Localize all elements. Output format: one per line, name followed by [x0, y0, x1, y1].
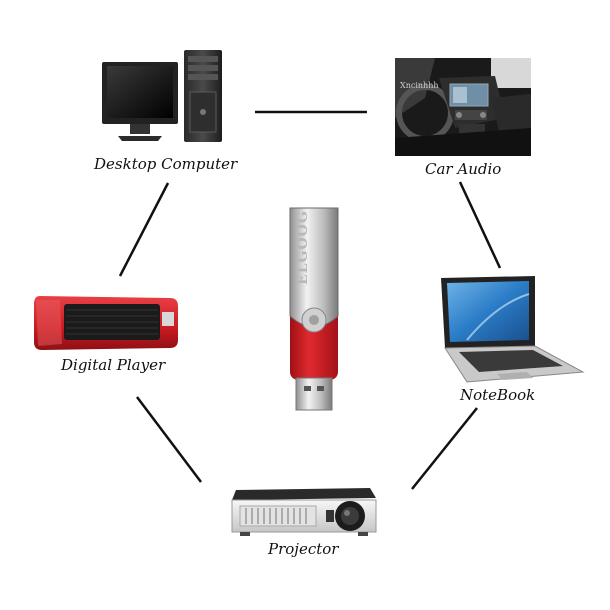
projector-label: Projector: [268, 540, 339, 558]
desktop-computer-icon: [102, 50, 222, 142]
connector-desktop-digital-player: [118, 182, 170, 277]
car-dashboard-icon: [395, 58, 531, 156]
connector-notebook-projector: [411, 407, 478, 490]
digital-player-label: Digital Player: [61, 356, 166, 374]
usb-flash-drive-icon: [289, 207, 339, 411]
usb-brand-text: ELGOOG: [295, 210, 311, 285]
car-audio-watermark: Xncinhhh: [400, 81, 439, 90]
portable-speaker-icon: [34, 296, 178, 350]
laptop-icon: [441, 276, 585, 383]
connector-car-audio-notebook: [458, 181, 502, 269]
connector-digital-player-projector: [136, 396, 202, 483]
car-audio-label: Car Audio: [425, 160, 502, 178]
notebook-label: NoteBook: [460, 386, 536, 404]
projector-icon: [231, 488, 377, 536]
desktop-computer-label: Desktop Computer: [94, 155, 238, 173]
